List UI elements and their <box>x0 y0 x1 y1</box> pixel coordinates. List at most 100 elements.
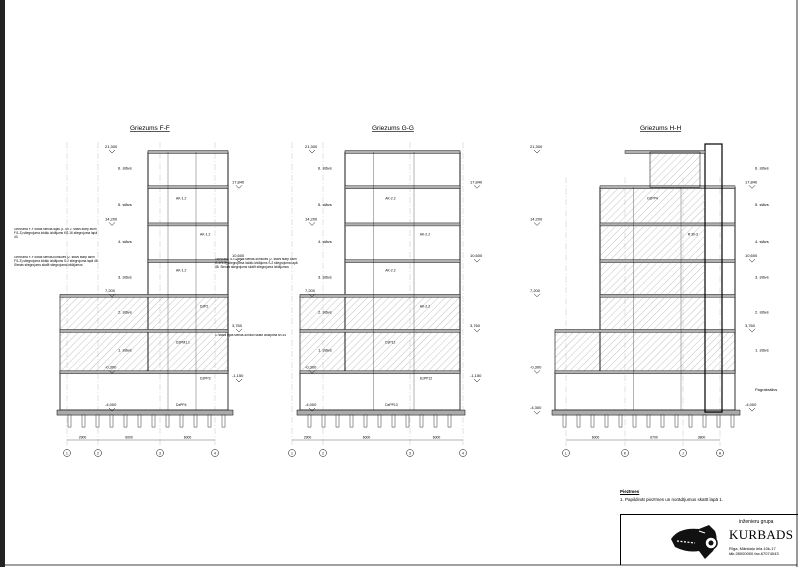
section-title: Griezums H-H <box>640 125 681 132</box>
basement-outline <box>554 371 736 411</box>
element-tag: AK-1.2 <box>176 196 186 200</box>
dimension-text: 2900 <box>304 436 312 440</box>
dimension-text: 3800 <box>698 436 706 440</box>
dimension-text: 6000 <box>592 436 600 440</box>
level-marker-icon <box>533 293 541 298</box>
level-label: -0,300 <box>105 364 117 369</box>
floor-slab <box>344 185 461 189</box>
foundation-slab <box>296 409 466 416</box>
floor-name: 3. stāvs <box>118 274 132 279</box>
element-tag: DzP2 <box>200 304 208 308</box>
floor-name: 2. stāvs <box>318 309 332 314</box>
annotation-text: Griezumā F-F dotas sienas-konsoles (2. s… <box>14 256 99 267</box>
floor-slab <box>59 329 229 333</box>
level-label: 14,200 <box>305 216 318 221</box>
element-tag: DzPP4 <box>176 403 187 407</box>
axis-label: K <box>624 452 627 456</box>
level-marker-icon <box>748 185 756 189</box>
pile <box>349 414 354 428</box>
dimension-text: 6000 <box>184 436 192 440</box>
axis-label: 4 <box>462 452 464 456</box>
axis-bubble <box>319 449 327 457</box>
floor-slab <box>299 329 461 333</box>
pile <box>604 414 609 428</box>
element-tag: DzPP3 <box>200 376 211 380</box>
element-tag: AK-2.2 <box>385 268 395 272</box>
level-marker-icon <box>473 328 481 333</box>
floor-name: 6. stāvs <box>755 166 769 171</box>
floor-name: 5. stāvs <box>318 202 332 207</box>
level-label: 21,300 <box>105 144 118 149</box>
pile <box>95 414 100 428</box>
annotation-note: 1. stāva sijas sienas-konsoli skatīt izk… <box>215 334 286 337</box>
floor-slab <box>344 222 461 227</box>
level-label: 17,840 <box>745 179 758 184</box>
hatched-wall-zone <box>600 187 705 331</box>
address-line-2: tālr.28000000 fax.67074043 <box>729 551 779 556</box>
floor-name: 1. stāvs <box>118 348 132 353</box>
level-marker-icon <box>108 293 116 298</box>
company-subtitle: inženieru grupa <box>739 519 774 525</box>
axis-bubble <box>94 449 102 457</box>
level-label: 21,300 <box>305 144 318 149</box>
pile <box>405 414 410 428</box>
level-marker-icon <box>473 378 481 383</box>
note-item: 1. Papildināt piezīmes un norādījumus sk… <box>620 496 724 502</box>
element-tag: AK-2.2 <box>420 232 430 236</box>
pile <box>109 414 114 428</box>
element-tag: AK-2.2 <box>385 196 395 200</box>
level-marker-icon <box>308 407 316 412</box>
company-address: Rīga, Mārstaļu iela 10k-17 tālr.28000000… <box>729 546 779 556</box>
dimension-text: 6000 <box>363 436 371 440</box>
level-marker-icon <box>108 149 116 154</box>
annotation-note: Griezumā F-F dotas sienas-konsoles (2. s… <box>14 256 99 267</box>
pile <box>165 414 170 428</box>
level-label: 10,600 <box>745 253 758 258</box>
level-label: -1,150 <box>232 373 244 378</box>
floor-name: 3. stāvs <box>318 274 332 279</box>
floor-name: 4. stāvs <box>755 239 769 244</box>
level-label: -0,300 <box>305 364 317 369</box>
pile <box>433 414 438 428</box>
dimension-text: 6700 <box>650 436 658 440</box>
pile <box>307 414 312 428</box>
dimension-text: 2900 <box>79 436 87 440</box>
element-tag: AK-1.2 <box>200 232 210 236</box>
floor-name: 3. stāvs <box>755 274 769 279</box>
floor-name: 4. stāvs <box>118 239 132 244</box>
pile <box>221 414 226 428</box>
floor-slab <box>59 370 229 375</box>
level-marker-icon <box>108 222 116 226</box>
floor-slab <box>299 370 461 375</box>
level-label: -4,000 <box>745 402 757 407</box>
level-marker-icon <box>533 149 541 154</box>
pile <box>151 414 156 428</box>
axis-label: 1 <box>66 452 68 456</box>
level-marker-icon <box>473 258 481 263</box>
level-marker-icon <box>108 407 116 412</box>
floor-name: 2. stāvs <box>755 309 769 314</box>
foundation-slab <box>551 409 741 416</box>
section-title: Griezums G-G <box>372 125 414 132</box>
pile <box>688 414 693 428</box>
left-border <box>0 0 5 567</box>
level-label: 10,600 <box>470 253 483 258</box>
level-marker-icon <box>308 293 316 298</box>
level-label: -4,000 <box>305 402 317 407</box>
floor-name: 6. stāvs <box>318 166 332 171</box>
floor-slab <box>554 370 736 375</box>
axis-bubble <box>156 449 164 457</box>
title-block: inženieru grupa KURBADS Rīga, Mārstaļu i… <box>620 514 798 565</box>
hatched-wall-zone <box>649 151 701 188</box>
pile <box>702 414 707 428</box>
axis-label: 3 <box>159 452 161 456</box>
floor-slab <box>299 294 461 298</box>
level-label: -4,000 <box>105 402 117 407</box>
floor-name: 5. stāvs <box>118 202 132 207</box>
axis-bubble <box>562 449 570 457</box>
basement-outline <box>299 371 461 411</box>
level-label: 21,300 <box>530 144 543 149</box>
pile <box>123 414 128 428</box>
level-label: 3,760 <box>745 323 756 328</box>
element-tag: DzPP4 <box>647 196 658 200</box>
